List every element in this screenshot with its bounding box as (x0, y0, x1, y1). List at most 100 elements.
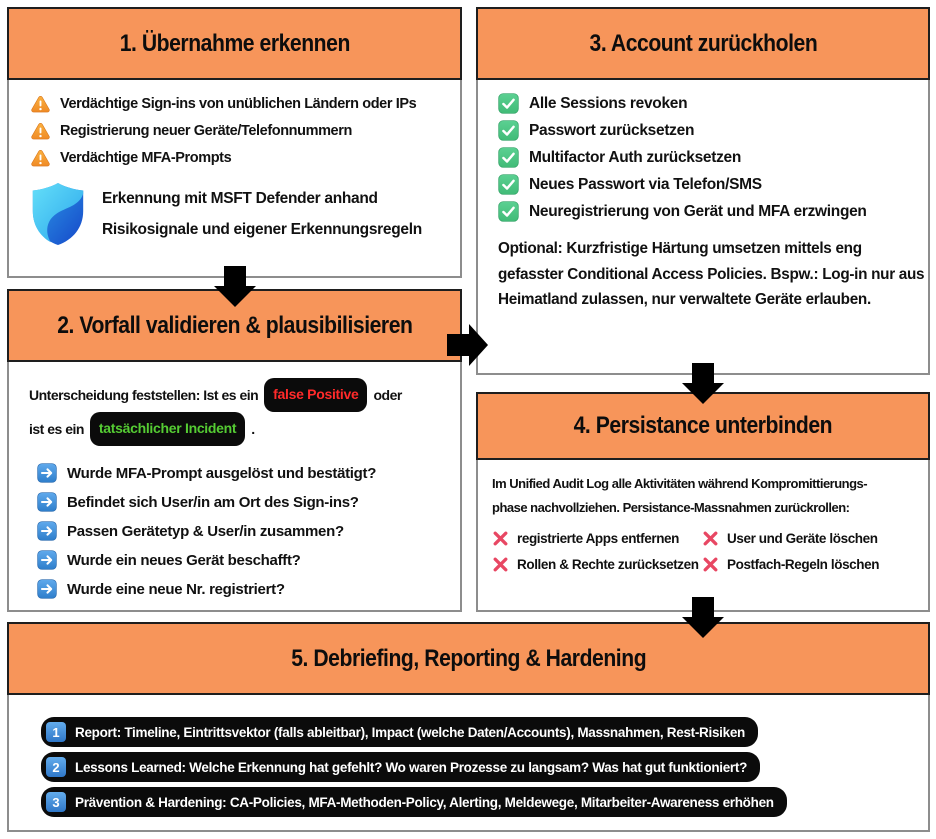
arrow-right-bullet-icon (37, 463, 57, 483)
optional-hardening-note: Optional: Kurzfristige Härtung umsetzen … (498, 240, 925, 308)
step4-body: Im Unified Audit Log alle Aktivitäten wä… (476, 460, 930, 612)
warning-text: Verdächtige Sign-ins von unüblichen Länd… (60, 96, 417, 112)
question-text: Wurde MFA-Prompt ausgelöst und bestätigt… (67, 464, 377, 482)
defender-note: Erkennung mit MSFT Defender anhand Risik… (27, 181, 460, 247)
checklist-text: Passwort zurücksetzen (529, 121, 695, 139)
number-badge: 3 (46, 792, 66, 812)
debrief-text: Prävention & Hardening: CA-Policies, MFA… (75, 794, 774, 810)
list-item: User und Geräte löschen (702, 530, 928, 547)
list-item: Wurde eine neue Nr. registriert? (37, 579, 460, 599)
list-item: registrierte Apps entfernen (492, 530, 702, 547)
step2-title: 2. Vorfall validieren & plausibilisieren (56, 311, 413, 339)
list-item: Wurde MFA-Prompt ausgelöst und bestätigt… (37, 463, 460, 483)
list-item: 2 Lessons Learned: Welche Erkennung hat … (41, 752, 761, 782)
question-text: Wurde eine neue Nr. registriert? (67, 580, 285, 598)
checklist-text: Multifactor Auth zurücksetzen (529, 148, 742, 166)
arrow-right-bullet-icon (37, 579, 57, 599)
list-item: Neues Passwort via Telefon/SMS (498, 174, 928, 195)
check-icon (498, 120, 519, 141)
check-icon (498, 93, 519, 114)
question-text: Befindet sich User/in am Ort des Sign-in… (67, 493, 359, 511)
warning-icon (31, 149, 50, 167)
list-item: Passen Gerätetyp & User/in zusammen? (37, 521, 460, 541)
step1-header: 1. Übernahme erkennen (7, 7, 462, 80)
intro-text: . (251, 420, 255, 437)
step2-box: 2. Vorfall validieren & plausibilisieren… (7, 289, 462, 612)
flow-arrow-step4-to-step5 (682, 597, 724, 638)
intro-text: ist es ein (29, 420, 84, 437)
action-text: User und Geräte löschen (727, 531, 878, 546)
list-item: Befindet sich User/in am Ort des Sign-in… (37, 492, 460, 512)
arrow-right-bullet-icon (37, 550, 57, 570)
audit-log-note-line2: phase nachvollziehen. Persistance-Massna… (492, 500, 850, 515)
list-item: 1 Report: Timeline, Eintrittsvektor (fal… (41, 717, 758, 747)
audit-log-note-line1: Im Unified Audit Log alle Aktivitäten wä… (492, 476, 868, 491)
checklist-text: Neues Passwort via Telefon/SMS (529, 175, 762, 193)
step5-body: 1 Report: Timeline, Eintrittsvektor (fal… (7, 695, 930, 832)
action-text: registrierte Apps entfernen (517, 531, 679, 546)
list-item: Postfach-Regeln löschen (702, 556, 928, 573)
step1-body: Verdächtige Sign-ins von unüblichen Länd… (7, 80, 462, 278)
incident-badge: tatsächlicher Incident (89, 412, 246, 446)
warning-list: Verdächtige Sign-ins von unüblichen Länd… (9, 80, 460, 167)
defender-note-line2: Risikosignale und eigener Erkennungsrege… (102, 221, 422, 238)
warning-icon (31, 95, 50, 113)
list-item: Passwort zurücksetzen (498, 120, 928, 141)
list-item: Neuregistrierung von Gerät und MFA erzwi… (498, 201, 928, 222)
cross-icon (493, 531, 508, 546)
check-icon (498, 147, 519, 168)
rollback-actions: registrierte Apps entfernen User und Ger… (492, 530, 928, 573)
defender-note-text: Erkennung mit MSFT Defender anhand Risik… (102, 183, 422, 245)
step5-title: 5. Debriefing, Reporting & Hardening (291, 644, 646, 672)
recovery-checklist: Alle Sessions revoken Passwort zurückset… (498, 93, 928, 222)
intro-text: oder (373, 386, 402, 403)
warning-text: Registrierung neuer Geräte/Telefonnummer… (60, 123, 352, 139)
step1-title: 1. Übernahme erkennen (119, 29, 350, 57)
list-item: Rollen & Rechte zurücksetzen (492, 556, 702, 573)
question-list: Wurde MFA-Prompt ausgelöst und bestätigt… (29, 463, 460, 599)
cross-icon (703, 557, 718, 572)
step3-body: Alle Sessions revoken Passwort zurückset… (476, 80, 930, 375)
question-text: Passen Gerätetyp & User/in zusammen? (67, 522, 344, 540)
validation-intro-line2: ist es ein tatsächlicher Incident . (29, 412, 460, 446)
check-icon (498, 174, 519, 195)
checklist-text: Neuregistrierung von Gerät und MFA erzwi… (529, 202, 867, 220)
step5-box: 5. Debriefing, Reporting & Hardening 1 R… (7, 622, 930, 832)
warning-icon (31, 122, 50, 140)
validation-intro-line1: Unterscheidung feststellen: Ist es ein f… (29, 378, 460, 412)
list-item: Registrierung neuer Geräte/Telefonnummer… (31, 122, 460, 140)
question-text: Wurde ein neues Gerät beschafft? (67, 551, 301, 569)
arrow-right-bullet-icon (37, 492, 57, 512)
step4-title: 4. Persistance unterbinden (573, 412, 833, 439)
false-positive-badge: false Positive (264, 378, 368, 412)
intro-text: Unterscheidung feststellen: Ist es ein (29, 386, 259, 403)
list-item: Verdächtige Sign-ins von unüblichen Länd… (31, 95, 460, 113)
cross-icon (703, 531, 718, 546)
step3-header: 3. Account zurückholen (476, 7, 930, 80)
step2-body: Unterscheidung feststellen: Ist es ein f… (7, 362, 462, 612)
step5-header: 5. Debriefing, Reporting & Hardening (7, 622, 930, 695)
defender-note-line1: Erkennung mit MSFT Defender anhand (102, 190, 378, 207)
number-badge: 2 (46, 757, 66, 777)
debriefing-list: 1 Report: Timeline, Eintrittsvektor (fal… (9, 695, 928, 817)
defender-shield-icon (32, 183, 84, 245)
list-item: 3 Prävention & Hardening: CA-Policies, M… (41, 787, 787, 817)
step4-box: 4. Persistance unterbinden Im Unified Au… (476, 392, 930, 612)
warning-text: Verdächtige MFA-Prompts (60, 150, 232, 166)
step3-box: 3. Account zurückholen Alle Sessions rev… (476, 7, 930, 375)
debrief-text: Lessons Learned: Welche Erkennung hat ge… (75, 759, 748, 775)
check-icon (498, 201, 519, 222)
flow-arrow-step3-to-step4 (682, 363, 724, 404)
flow-arrow-step2-to-step3 (447, 324, 488, 366)
list-item: Alle Sessions revoken (498, 93, 928, 114)
number-badge: 1 (46, 722, 66, 742)
list-item: Verdächtige MFA-Prompts (31, 149, 460, 167)
flow-arrow-step1-to-step2 (214, 266, 256, 307)
step1-box: 1. Übernahme erkennen Verdächtige Sign-i… (7, 7, 462, 278)
action-text: Postfach-Regeln löschen (727, 557, 880, 572)
step3-title: 3. Account zurückholen (589, 29, 817, 57)
checklist-text: Alle Sessions revoken (529, 94, 688, 112)
debrief-text: Report: Timeline, Eintrittsvektor (falls… (75, 724, 745, 740)
cross-icon (493, 557, 508, 572)
